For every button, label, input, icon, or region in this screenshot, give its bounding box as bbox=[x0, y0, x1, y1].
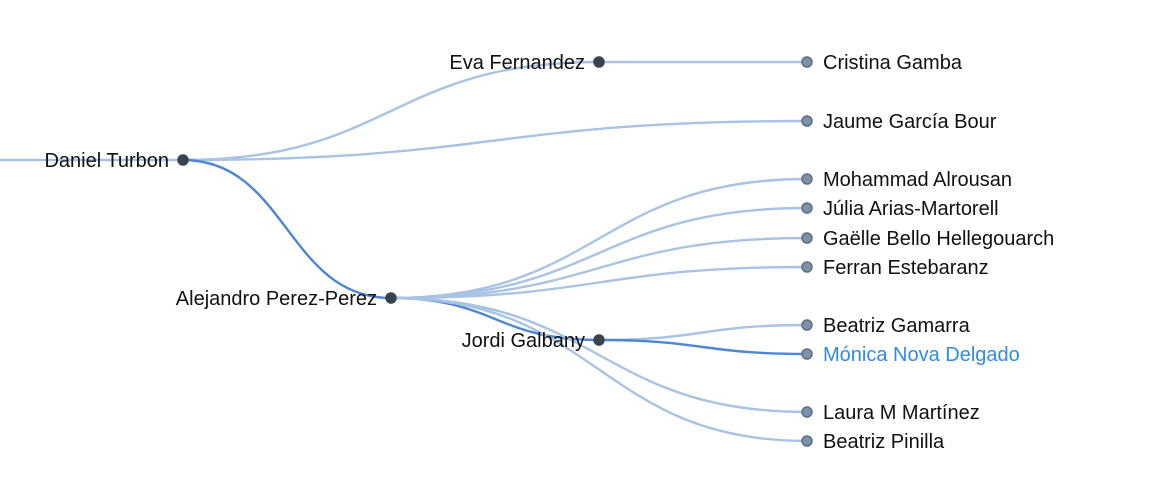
node-eva-fernandez[interactable]: Eva Fernandez bbox=[449, 52, 605, 74]
node-dot[interactable] bbox=[801, 173, 813, 185]
link-daniel-turbon-to-jaume-garcia-bour bbox=[182, 119, 808, 162]
node-label[interactable]: Mónica Nova Delgado bbox=[823, 344, 1020, 366]
node-label[interactable]: Beatriz Pinilla bbox=[823, 431, 945, 453]
node-alejandro-perez-perez[interactable]: Alejandro Perez-Perez bbox=[176, 288, 397, 310]
node-dot[interactable] bbox=[801, 232, 813, 244]
node-label[interactable]: Eva Fernandez bbox=[449, 52, 585, 74]
node-label[interactable]: Laura M Martínez bbox=[823, 402, 980, 424]
node-label[interactable]: Gaëlle Bello Hellegouarch bbox=[823, 228, 1054, 250]
node-jaume-garcia-bour[interactable]: Jaume García Bour bbox=[801, 111, 997, 133]
node-label[interactable]: Daniel Turbon bbox=[44, 150, 169, 172]
link-alejandro-perez-perez-to-gaelle-bello-hellegouarch bbox=[390, 236, 808, 300]
link-alejandro-perez-perez-to-julia-arias-martorell bbox=[390, 206, 808, 300]
node-label[interactable]: Alejandro Perez-Perez bbox=[176, 288, 377, 310]
node-dot[interactable] bbox=[801, 115, 813, 127]
node-label[interactable]: Cristina Gamba bbox=[823, 52, 963, 74]
node-label[interactable]: Jaume García Bour bbox=[823, 111, 997, 133]
node-daniel-turbon[interactable]: Daniel Turbon bbox=[44, 150, 189, 172]
link-daniel-turbon-to-eva-fernandez bbox=[182, 60, 600, 162]
node-ferran-estebaranz[interactable]: Ferran Estebaranz bbox=[801, 257, 989, 279]
node-gaelle-bello-hellegouarch[interactable]: Gaëlle Bello Hellegouarch bbox=[801, 228, 1054, 250]
link-alejandro-perez-perez-to-laura-m-martinez bbox=[390, 296, 808, 414]
link-jordi-galbany-to-beatriz-gamarra bbox=[598, 323, 808, 342]
link-daniel-turbon-to-alejandro-perez-perez bbox=[182, 158, 392, 300]
node-dot[interactable] bbox=[801, 348, 813, 360]
link-alejandro-perez-perez-to-ferran-estebaranz bbox=[390, 265, 808, 300]
node-dot[interactable] bbox=[593, 334, 605, 346]
node-dot[interactable] bbox=[801, 56, 813, 68]
link-alejandro-perez-perez-to-beatriz-pinilla bbox=[390, 296, 808, 443]
node-laura-m-martinez[interactable]: Laura M Martínez bbox=[801, 402, 980, 424]
node-label[interactable]: Jordi Galbany bbox=[462, 330, 585, 352]
node-dot[interactable] bbox=[801, 261, 813, 273]
node-label[interactable]: Beatriz Gamarra bbox=[823, 315, 971, 337]
node-label[interactable]: Júlia Arias-Martorell bbox=[823, 198, 999, 220]
node-dot[interactable] bbox=[801, 319, 813, 331]
node-dot[interactable] bbox=[593, 56, 605, 68]
node-label[interactable]: Mohammad Alrousan bbox=[823, 169, 1012, 191]
link-jordi-galbany-to-monica-nova-delgado bbox=[598, 338, 808, 356]
node-cristina-gamba[interactable]: Cristina Gamba bbox=[801, 52, 963, 74]
node-monica-nova-delgado[interactable]: Mónica Nova Delgado bbox=[801, 344, 1020, 366]
node-dot[interactable] bbox=[801, 406, 813, 418]
node-beatriz-gamarra[interactable]: Beatriz Gamarra bbox=[801, 315, 971, 337]
tree-links bbox=[0, 60, 808, 443]
node-beatriz-pinilla[interactable]: Beatriz Pinilla bbox=[801, 431, 945, 453]
node-dot[interactable] bbox=[177, 154, 189, 166]
node-label[interactable]: Ferran Estebaranz bbox=[823, 257, 989, 279]
node-dot[interactable] bbox=[801, 202, 813, 214]
node-dot[interactable] bbox=[801, 435, 813, 447]
node-dot[interactable] bbox=[385, 292, 397, 304]
link-alejandro-perez-perez-to-mohammad-alrousan bbox=[390, 177, 808, 300]
node-jordi-galbany[interactable]: Jordi Galbany bbox=[462, 330, 605, 352]
node-julia-arias-martorell[interactable]: Júlia Arias-Martorell bbox=[801, 198, 999, 220]
node-mohammad-alrousan[interactable]: Mohammad Alrousan bbox=[801, 169, 1012, 191]
